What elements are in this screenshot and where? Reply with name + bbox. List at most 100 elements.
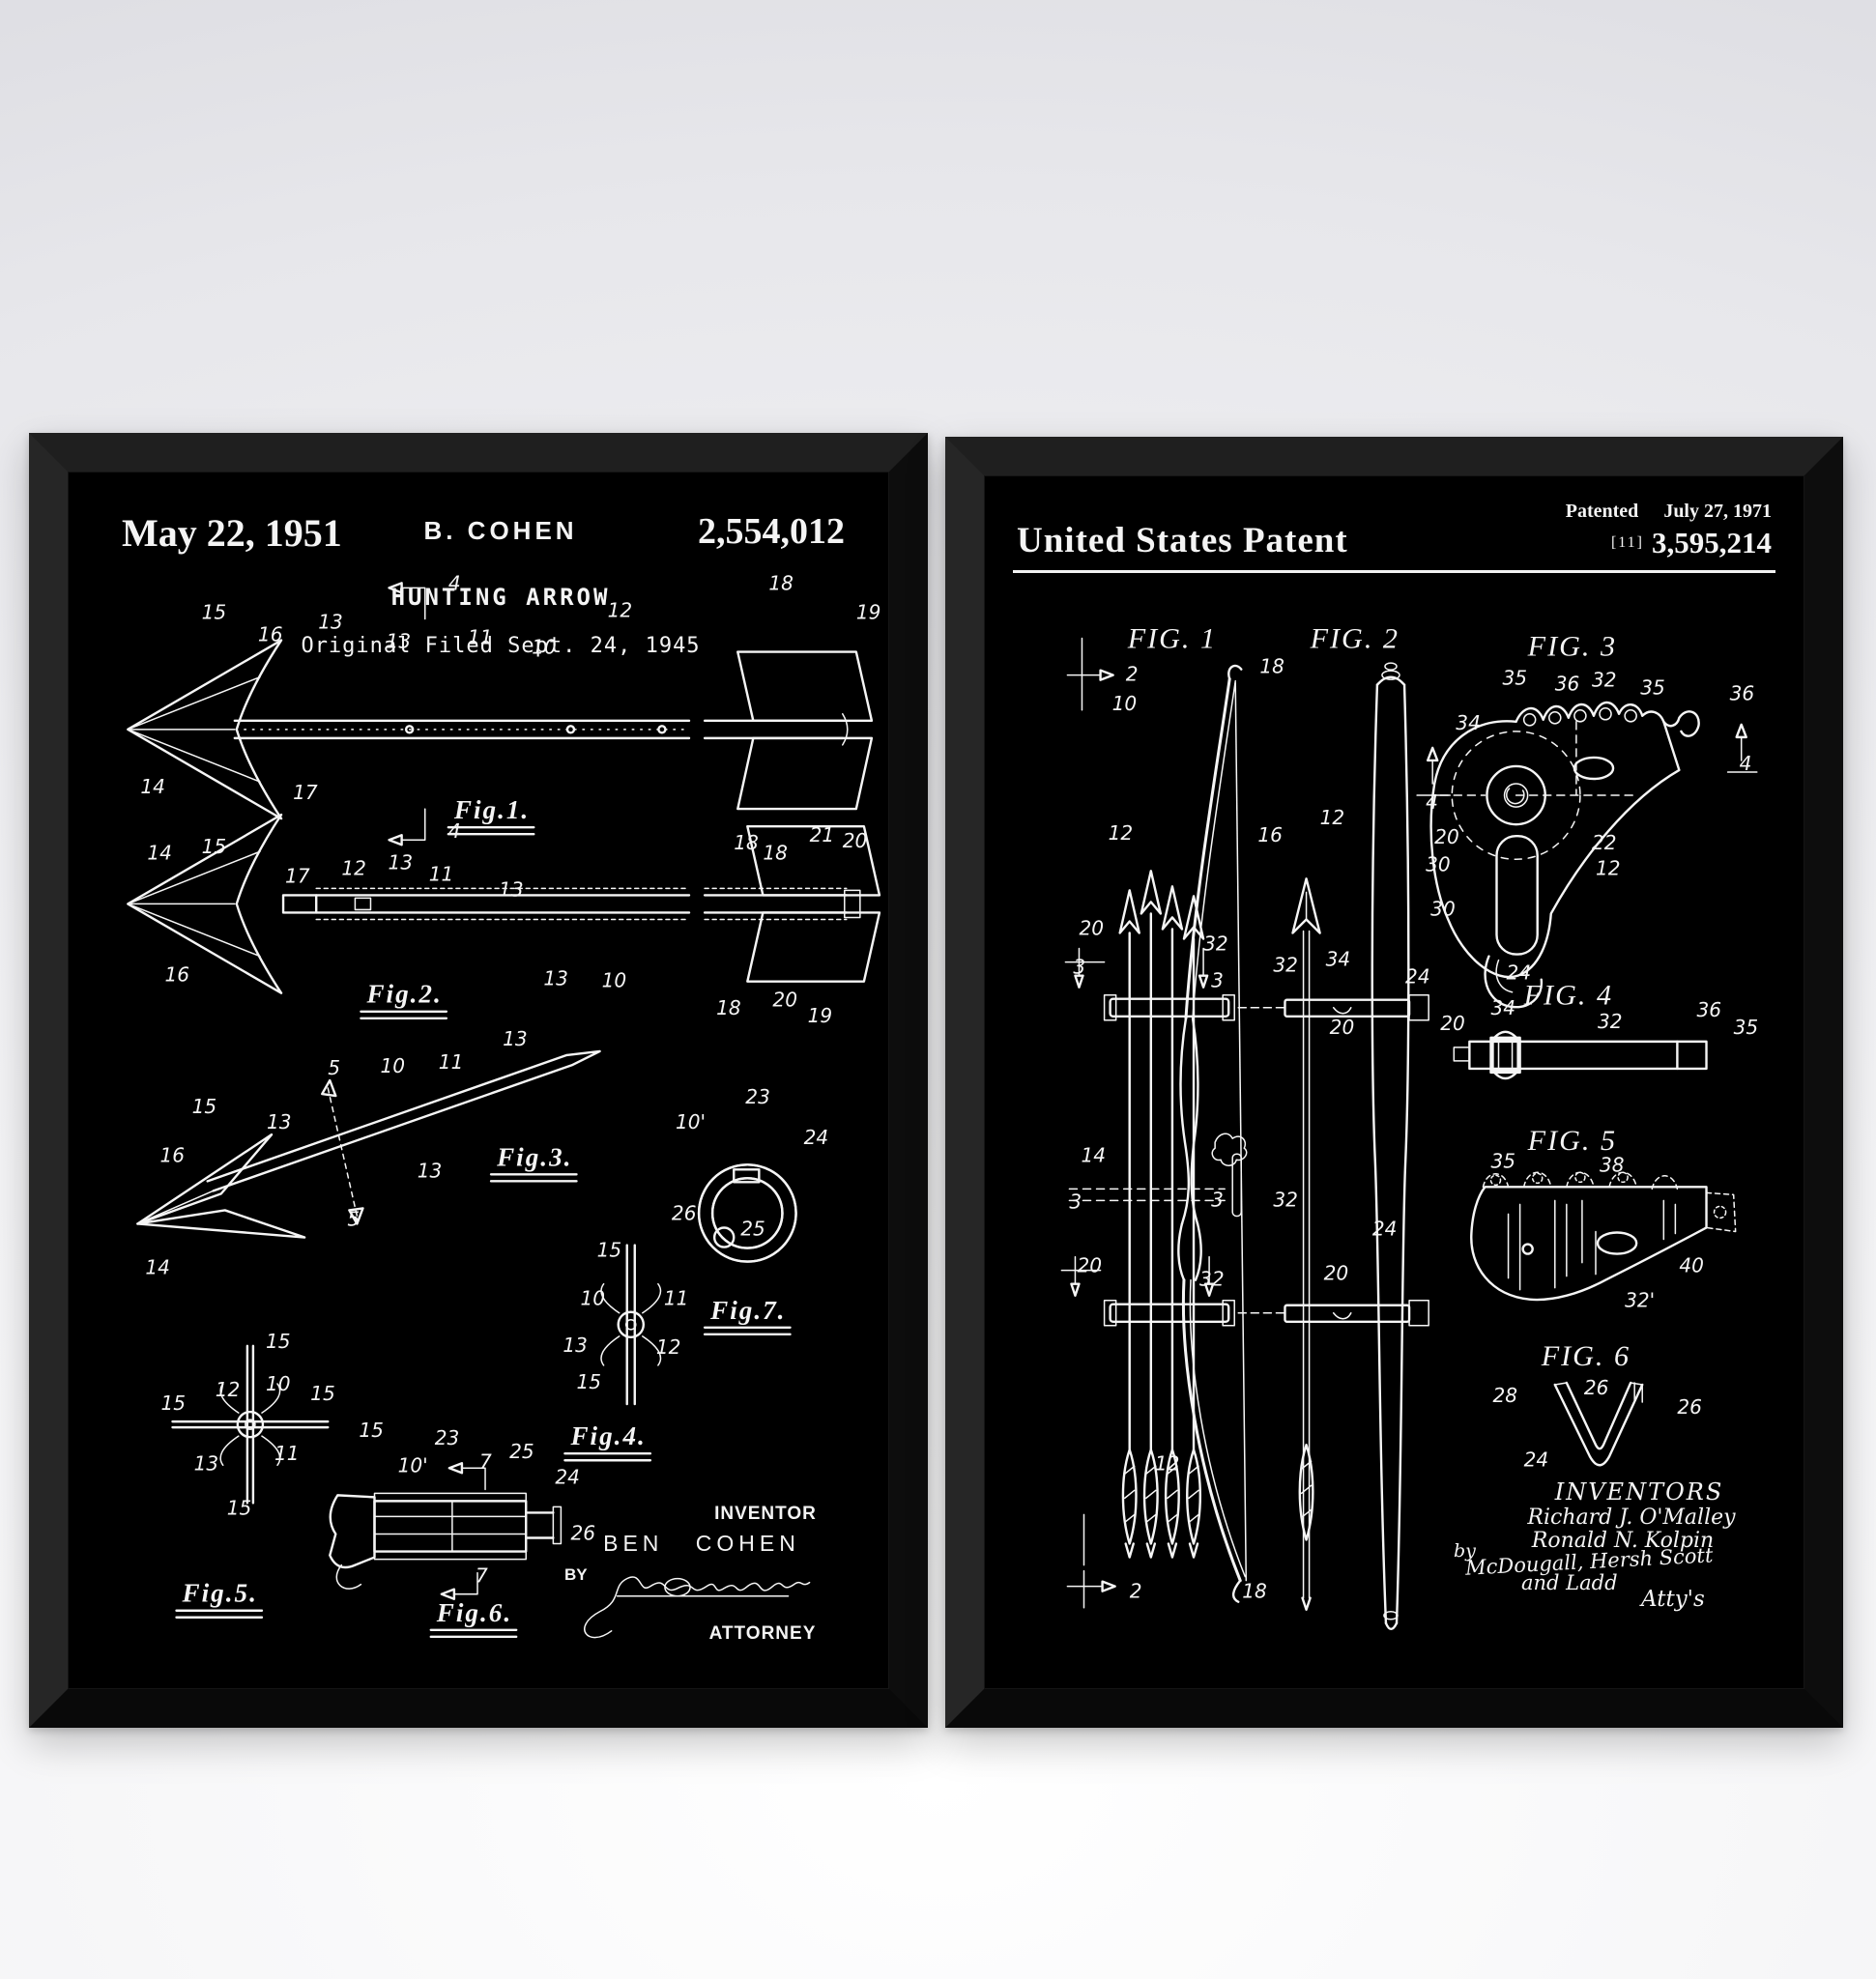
left-patent-number: 2,554,012 [698, 511, 845, 552]
ref-numeral: 22 [1592, 831, 1617, 854]
ref-numeral: 38 [1600, 1153, 1625, 1176]
us-patent-title: United States Patent [1017, 521, 1348, 560]
ref-numeral: 18 [1259, 655, 1284, 678]
ref-numeral: 10 [580, 1287, 605, 1310]
by-label: BY [564, 1565, 588, 1584]
left-inventor-name-header: B. COHEN [423, 516, 578, 545]
ref-numeral: 18 [763, 841, 788, 864]
ref-numeral: 13 [267, 1110, 292, 1133]
figure-label: Fig.1. [453, 795, 530, 824]
ref-numeral: 30 [1426, 852, 1451, 875]
ref-numeral: 4 [1740, 752, 1752, 775]
inventor-name-1: Richard J. O'Malley [1527, 1506, 1736, 1530]
ref-numeral: 15 [266, 1330, 291, 1353]
ref-numeral: 12 [1155, 1451, 1180, 1475]
ref-numeral: 36 [1555, 673, 1580, 696]
left-filed-line: Original Filed Sept. 24, 1945 [301, 634, 701, 658]
ref-numeral: 17 [285, 864, 310, 887]
ref-numeral: 26 [1677, 1395, 1702, 1419]
ref-numeral: 3 [1073, 956, 1085, 979]
ref-numeral: 34 [1456, 711, 1481, 734]
ref-numeral: 12 [656, 1335, 681, 1359]
ref-numeral: 5 [347, 1207, 360, 1230]
attorney-firm-line2: and Ladd [1521, 1571, 1618, 1594]
left-patent-drawing: Fig.1.1516134131110121819141741820Fig.2.… [127, 571, 881, 1639]
ref-numeral: 40 [1679, 1254, 1704, 1277]
ref-numeral: 13 [499, 877, 524, 901]
ref-numeral: 24 [1524, 1448, 1549, 1471]
left-patent-date: May 22, 1951 [122, 511, 342, 555]
ref-numeral: 32 [1592, 669, 1617, 692]
ref-numeral: 32 [1273, 1188, 1298, 1211]
ref-numeral: 13 [389, 850, 414, 874]
ref-numeral: 24 [1405, 965, 1430, 989]
ref-numeral: 15 [202, 835, 227, 858]
figure-label: Fig.3. [496, 1142, 572, 1171]
ref-numeral: 14 [1081, 1143, 1106, 1166]
ref-numeral: 12 [1109, 821, 1134, 845]
fig3-clamp-mechanism [1416, 701, 1758, 1009]
fig4-fletch-end-view [600, 1244, 662, 1406]
ref-numeral: 32' [1625, 1289, 1655, 1312]
ref-numeral: 10' [676, 1110, 706, 1133]
ref-numeral: 10 [266, 1372, 291, 1395]
ref-numeral: 3 [1211, 1188, 1224, 1211]
ref-numeral: 15 [227, 1496, 252, 1519]
patented-date-row: Patented July 27, 1971 [1566, 501, 1772, 523]
ref-numeral: 15 [576, 1370, 601, 1393]
ref-numeral: 26 [672, 1201, 697, 1224]
ref-numeral: 13 [503, 1027, 528, 1050]
left-picture-frame: May 22, 1951 B. COHEN 2,554,012 HUNTING … [29, 433, 928, 1728]
figure-label: FIG. 3 [1527, 630, 1617, 663]
ref-numeral: 32 [1199, 1268, 1225, 1291]
ref-numeral: 13 [563, 1334, 588, 1357]
inventor-name: BEN COHEN [603, 1531, 800, 1556]
ref-numeral: 13 [318, 611, 343, 634]
ref-numeral: 35 [1640, 676, 1665, 700]
ref-numeral: 10 [602, 969, 627, 992]
figure-label: Fig.4. [569, 1421, 646, 1450]
ref-numeral: 36 [1730, 682, 1755, 705]
by-label-right: by [1454, 1540, 1476, 1562]
fig5-limb-end-detail [1470, 1171, 1737, 1302]
ref-numeral: 15 [310, 1382, 335, 1405]
ref-numeral: 11 [274, 1442, 300, 1465]
patented-date: July 27, 1971 [1663, 501, 1772, 522]
ref-numeral: 10 [1112, 692, 1138, 715]
ref-numeral: 18 [1242, 1580, 1267, 1603]
ref-numeral: 35 [1503, 667, 1528, 690]
fig1-bow-side-view [1060, 637, 1248, 1609]
attorney-label: ATTORNEY [708, 1623, 817, 1644]
ref-numeral: 20 [1434, 825, 1459, 848]
ref-numeral: 23 [435, 1426, 460, 1449]
ref-numeral: 26 [570, 1522, 595, 1545]
ref-numeral: 4 [1426, 790, 1438, 814]
ref-numeral: 34 [1490, 996, 1515, 1019]
ref-numeral: 20 [1440, 1012, 1465, 1035]
inventor-label: INVENTOR [714, 1504, 817, 1524]
ref-numeral: 15 [202, 600, 227, 623]
ref-numeral: 14 [145, 1256, 170, 1279]
right-picture-frame: United States Patent Patented July 27, 19… [945, 437, 1843, 1728]
ref-numeral: 2 [1130, 1580, 1142, 1603]
ref-numeral: 19 [856, 600, 881, 623]
ref-numeral: 16 [159, 1143, 185, 1166]
ref-numeral: 7 [479, 1449, 492, 1473]
ref-numeral: 15 [359, 1419, 384, 1442]
fig6-v-clip [1553, 1381, 1644, 1467]
ref-numeral: 3 [1211, 969, 1224, 992]
ref-numeral: 15 [597, 1239, 622, 1262]
figure-label: Fig.6. [436, 1598, 512, 1627]
left-patent-title: HUNTING ARROW [390, 584, 611, 611]
fig5-fletch-end-view [171, 1344, 330, 1505]
ref-numeral: 25 [509, 1440, 534, 1463]
ref-numeral: 10' [398, 1453, 428, 1477]
figure-label: Fig.5. [182, 1579, 258, 1608]
ref-numeral: 28 [1492, 1384, 1517, 1407]
ref-numeral: 35 [1734, 1016, 1759, 1039]
inventor-name-2: Ronald N. Kolpin [1531, 1529, 1715, 1553]
ref-numeral: 15 [192, 1095, 217, 1118]
ref-numeral: 24 [1507, 961, 1532, 985]
fig4-clamp-bar-section [1453, 1030, 1708, 1080]
patented-label: Patented [1565, 501, 1639, 522]
